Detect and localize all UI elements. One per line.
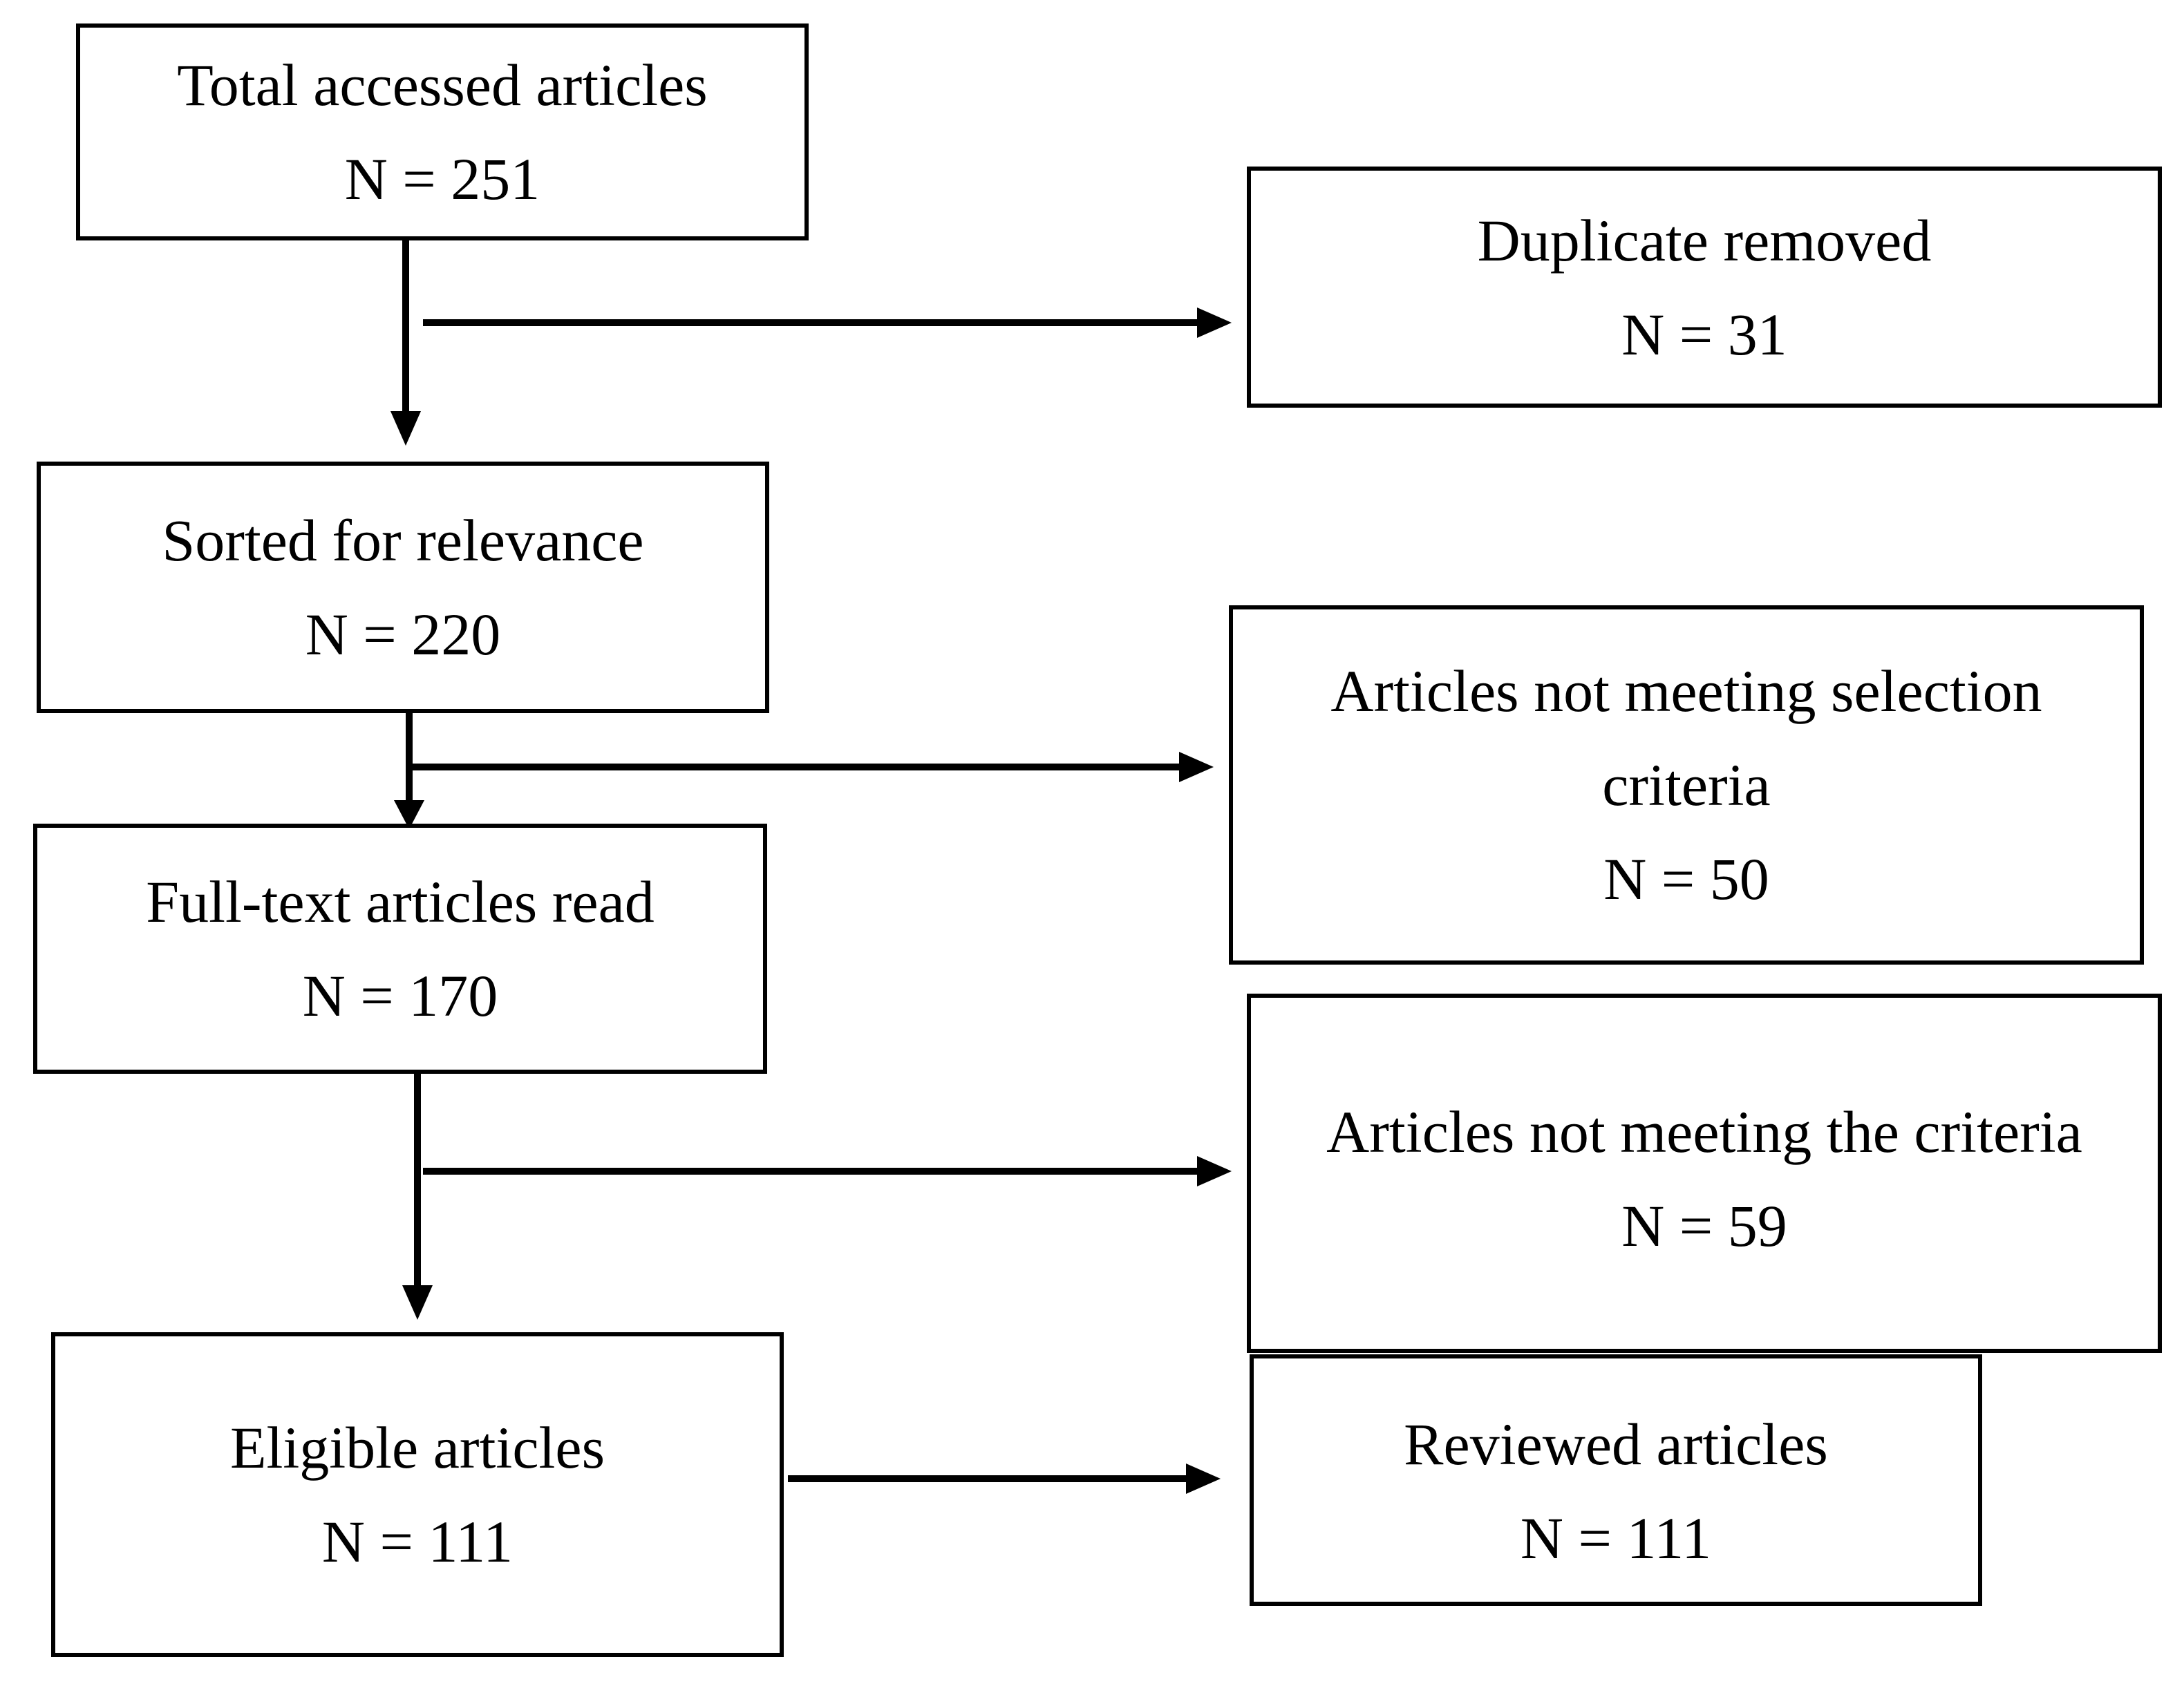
arrowhead-to-not-meeting-selection <box>1179 752 1214 782</box>
box-duplicate-removed-count: N = 31 <box>1621 301 1787 368</box>
box-not-meeting-criteria: Articles not meeting the criteria N = 59 <box>1247 994 2162 1353</box>
box-total-accessed-label: Total accessed articles <box>177 52 708 118</box>
box-not-meeting-selection-label-line2: criteria <box>1602 752 1771 818</box>
box-full-text-read-label: Full-text articles read <box>146 869 655 935</box>
box-duplicate-removed: Duplicate removed N = 31 <box>1247 167 2162 408</box>
box-total-accessed: Total accessed articles N = 251 <box>76 23 809 240</box>
arrowhead-fulltext-to-eligible <box>402 1285 433 1320</box>
box-not-meeting-selection-label-line1: Articles not meeting selection <box>1330 658 2042 724</box>
box-sorted-relevance-label: Sorted for relevance <box>162 507 644 574</box>
box-reviewed: Reviewed articles N = 111 <box>1250 1354 1982 1606</box>
box-total-accessed-count: N = 251 <box>344 146 540 212</box>
box-not-meeting-selection-count: N = 50 <box>1603 846 1769 912</box>
box-sorted-relevance: Sorted for relevance N = 220 <box>37 462 769 713</box>
arrowhead-eligible-to-reviewed <box>1186 1464 1221 1494</box>
box-reviewed-count: N = 111 <box>1520 1505 1712 1571</box>
box-not-meeting-criteria-label: Articles not meeting the criteria <box>1326 1099 2082 1165</box>
box-not-meeting-selection: Articles not meeting selection criteria … <box>1229 605 2144 965</box>
box-eligible: Eligible articles N = 111 <box>51 1332 784 1657</box>
arrowhead-total-to-sorted <box>390 411 421 446</box>
box-full-text-read: Full-text articles read N = 170 <box>33 824 767 1074</box>
arrowhead-sorted-to-fulltext <box>394 800 424 829</box>
box-duplicate-removed-label: Duplicate removed <box>1477 207 1932 274</box>
box-sorted-relevance-count: N = 220 <box>305 601 501 667</box>
box-reviewed-label: Reviewed articles <box>1404 1411 1828 1477</box>
box-not-meeting-criteria-count: N = 59 <box>1621 1193 1787 1259</box>
box-full-text-read-count: N = 170 <box>302 963 498 1029</box>
arrowhead-to-not-meeting-criteria <box>1197 1156 1232 1186</box>
arrowhead-to-duplicate <box>1197 307 1232 338</box>
box-eligible-count: N = 111 <box>321 1508 514 1575</box>
box-eligible-label: Eligible articles <box>229 1414 605 1481</box>
